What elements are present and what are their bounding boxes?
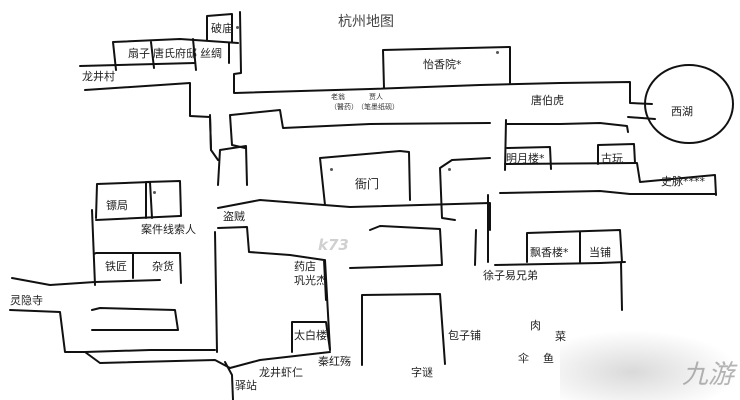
npc-tang-bo-hu[interactable]: 唐伯虎: [531, 94, 564, 107]
biao-ju-east: [145, 180, 182, 219]
npc-dao-zei[interactable]: 盗贼: [223, 210, 245, 223]
location-tang-fu[interactable]: 唐氏府邸: [153, 47, 197, 60]
k73-block: [349, 225, 443, 269]
road-southwest-north: [11, 277, 161, 286]
gu-wan-building: [597, 143, 636, 165]
yao-dian-block: [217, 226, 327, 301]
west-block-wall: [209, 114, 219, 161]
piao-xiang-lou-building: [526, 229, 623, 263]
location-yi-xiang-yuan[interactable]: 怡香院*: [423, 58, 462, 71]
vendor-cai[interactable]: 菜: [555, 330, 566, 343]
npc-gong-guang-jie[interactable]: 巩光杰: [294, 274, 327, 287]
location-yi-zhan[interactable]: 驿站: [235, 379, 257, 392]
lake-south-road: [627, 116, 656, 120]
location-po-miao[interactable]: 破庙: [211, 22, 233, 35]
marker-dot: [236, 26, 239, 29]
yi-xiang-yuan-building: [382, 46, 511, 89]
bao-zi-pu-building: [361, 293, 446, 366]
npc-jia-ren-note: （笔墨纸砚）: [357, 103, 399, 111]
location-xi-hu[interactable]: 西湖: [671, 105, 693, 118]
ya-men-east-block: [439, 157, 491, 221]
tai-bai-lou-block: [291, 321, 331, 353]
location-yao-dian[interactable]: 药店: [294, 260, 316, 273]
south-road: [84, 351, 331, 369]
jiuyou-watermark-logo: 九游: [681, 360, 734, 390]
location-piao-xiang-lou[interactable]: 飘香楼*: [530, 246, 569, 259]
marker-dot: [496, 51, 499, 54]
npc-lao-weng[interactable]: 老翁: [331, 93, 345, 101]
dao-zei-block: [217, 145, 248, 186]
marker-dot: [448, 168, 451, 171]
ming-yue-lou-building: [506, 146, 552, 170]
east-road-north: [234, 81, 653, 105]
marker-dot: [330, 168, 333, 171]
vendor-yu[interactable]: 鱼: [543, 352, 554, 365]
location-dang-pu[interactable]: 当铺: [589, 246, 611, 259]
yi-zhan-road: [224, 361, 234, 400]
location-za-huo[interactable]: 杂货: [152, 260, 174, 273]
npc-zi-mi[interactable]: 字谜: [411, 366, 433, 379]
location-gu-wan[interactable]: 古玩: [601, 152, 623, 165]
shi-road-north: [504, 162, 717, 196]
west-lake: [644, 64, 734, 144]
vendor-san[interactable]: 伞: [518, 352, 529, 365]
dang-pu-east-wall: [620, 261, 623, 311]
location-bao-zi-pu[interactable]: 包子铺: [448, 329, 481, 342]
ya-men-building: [319, 150, 411, 206]
silk-row-buildings: [112, 38, 239, 71]
vendor-rou[interactable]: 肉: [530, 319, 541, 332]
qin-hong-xu-wall: [324, 259, 331, 351]
k73-watermark-logo: k73: [318, 236, 349, 254]
silk-row-divider-2: [192, 38, 197, 71]
location-tai-bai-lou[interactable]: 太白楼: [294, 329, 327, 342]
central-south-vertical: [214, 231, 218, 353]
location-longjing-cun[interactable]: 龙井村: [82, 70, 115, 83]
location-tie-jiang[interactable]: 铁匠: [105, 260, 127, 273]
tang-road-south: [506, 122, 629, 133]
marker-dot: [153, 191, 156, 194]
shi-road-south: [499, 190, 717, 195]
location-si-chou[interactable]: 丝绸: [200, 47, 222, 60]
north-road-east-wall: [233, 11, 242, 94]
west-vertical-inner: [229, 114, 246, 149]
npc-an-jian[interactable]: 案件线索人: [141, 223, 196, 236]
west-main-vertical: [91, 209, 96, 286]
xu-road: [494, 261, 626, 266]
ling-yin-road-south: [9, 309, 216, 353]
po-miao-building: [206, 13, 233, 43]
location-ya-men[interactable]: 衙门: [355, 177, 380, 191]
jiuyou-watermark: 九游: [560, 330, 740, 400]
central-vertical-road: [504, 119, 507, 171]
longjing-road-north: [79, 62, 196, 67]
location-ling-yin-si[interactable]: 灵隐寺: [10, 294, 43, 307]
inner-south-block: [91, 307, 179, 331]
npc-longjing-xia-ren[interactable]: 龙井虾仁: [259, 366, 303, 379]
npc-qin-hong-xu[interactable]: 秦红殇: [318, 355, 351, 368]
dao-zei-road: [217, 199, 491, 231]
location-ming-yue-lou[interactable]: 明月楼*: [506, 152, 545, 165]
npc-jia-ren[interactable]: 贾人: [369, 93, 383, 101]
npc-lao-weng-note: （醫药）: [330, 103, 358, 111]
biao-ju-building: [95, 181, 153, 219]
longjing-road-south: [84, 82, 212, 151]
central-south-road-west: [474, 229, 477, 266]
tie-jiang-za-huo: [93, 252, 182, 284]
location-biao-ju[interactable]: 镖局: [106, 199, 128, 212]
npc-xu-zi-yi[interactable]: 徐子易兄弟: [483, 269, 538, 282]
biao-ju-south-road: [95, 215, 181, 221]
map-title: 杭州地图: [338, 14, 394, 30]
npc-shi[interactable]: 史脉****: [661, 175, 705, 188]
location-shan-zi[interactable]: 扇子: [128, 47, 150, 60]
east-road-south: [230, 109, 491, 129]
